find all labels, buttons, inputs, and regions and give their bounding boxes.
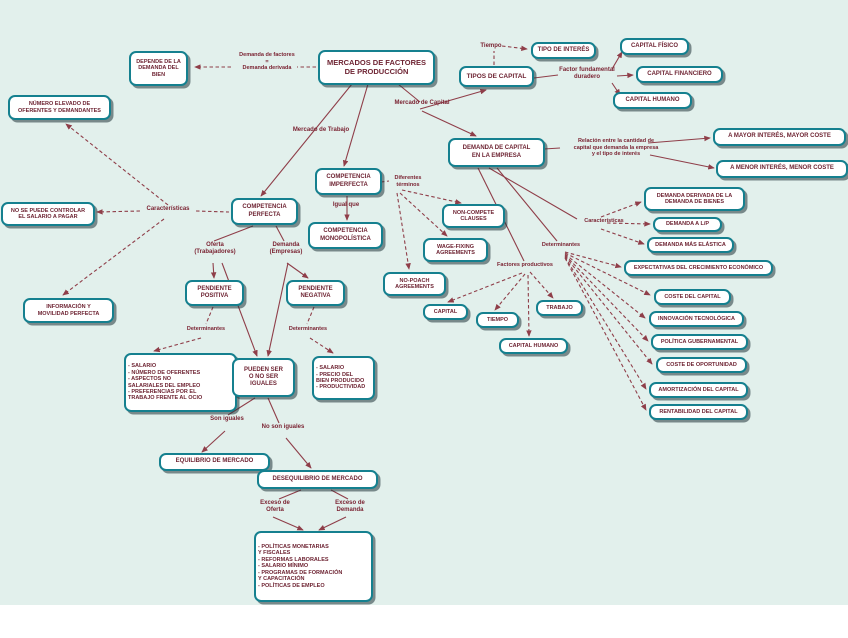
edge-label-no-son-iguales: No son iguales bbox=[261, 424, 305, 430]
edge-label-caracteristicas-izquierda: Características bbox=[146, 206, 190, 212]
node-depende-demanda-bien[interactable]: DEPENDE DE LA DEMANDA DEL BIEN bbox=[129, 51, 188, 86]
node-capital-financiero[interactable]: CAPITAL FINANCIERO bbox=[636, 66, 723, 83]
node-capital-humano-superior[interactable]: CAPITAL HUMANO bbox=[613, 92, 692, 109]
edge-label-demanda-factores: Demanda de factores = Demanda derivada bbox=[239, 52, 295, 72]
edge-label-oferta-trabajadores: Oferta (Trabajadores) bbox=[194, 242, 236, 256]
node-capital-fisico[interactable]: CAPITAL FÍSICO bbox=[620, 38, 689, 55]
node-demanda-derivada-bienes[interactable]: DEMANDA DERIVADA DE LA DEMANDA DE BIENES bbox=[644, 187, 745, 211]
node-coste-de-oportunidad[interactable]: COSTE DE OPORTUNIDAD bbox=[656, 357, 747, 373]
node-competencia-imperfecta[interactable]: COMPETENCIA IMPERFECTA bbox=[315, 168, 382, 195]
node-pendiente-positiva[interactable]: PENDIENTE POSITIVA bbox=[185, 280, 244, 306]
edge-label-mercado-capital: Mercado de Capital bbox=[394, 100, 450, 106]
node-wage-fixing-agreements[interactable]: WAGE-FIXING AGREEMENTS bbox=[423, 238, 488, 262]
node-a-mayor-interes[interactable]: A MAYOR INTERÉS, MAYOR COSTE bbox=[713, 128, 846, 146]
node-numero-elevado-oferentes[interactable]: NÚMERO ELEVADO DE OFERENTES Y DEMANDANTE… bbox=[8, 95, 111, 120]
node-expectativas-crecimiento[interactable]: EXPECTATIVAS DEL CRECIMIENTO ECONÓMICO bbox=[624, 260, 773, 276]
node-demanda-capital-empresa[interactable]: DEMANDA DE CAPITAL EN LA EMPRESA bbox=[448, 138, 545, 167]
node-informacion-movilidad[interactable]: INFORMACIÓN Y MOVILIDAD PERFECTA bbox=[23, 298, 114, 323]
edge-label-determinantes-derecha: Determinantes bbox=[541, 242, 581, 248]
node-amortizacion-capital[interactable]: AMORTIZACIÓN DEL CAPITAL bbox=[649, 382, 748, 398]
node-lista-determinantes-oferta[interactable]: - SALARIO - NÚMERO DE OFERENTES - ASPECT… bbox=[124, 353, 237, 412]
node-coste-del-capital[interactable]: COSTE DEL CAPITAL bbox=[654, 289, 731, 305]
node-competencia-monopolistica[interactable]: COMPETENCIA MONOPOLÍSTICA bbox=[308, 222, 383, 249]
edge-label-demanda-empresas: Demanda (Empresas) bbox=[269, 242, 303, 256]
edge-label-mercado-trabajo: Mercado de Trabajo bbox=[292, 127, 350, 133]
node-tipo-de-interes[interactable]: TIPO DE INTERÉS bbox=[531, 42, 596, 59]
edge-label-igual-que: Igual que bbox=[332, 202, 360, 208]
node-trabajo[interactable]: TRABAJO bbox=[536, 300, 583, 316]
node-mercados-de-factores[interactable]: MERCADOS DE FACTORES DE PRODUCCIÓN bbox=[318, 50, 435, 85]
edge-label-determinantes-izquierda: Determinantes bbox=[186, 326, 226, 332]
node-demanda-a-lp[interactable]: DEMANDA A L/P bbox=[653, 217, 722, 232]
node-no-se-puede-controlar[interactable]: NO SE PUEDE CONTROLAR EL SALARIO A PAGAR bbox=[1, 202, 95, 226]
node-capital[interactable]: CAPITAL bbox=[423, 304, 468, 320]
edge-label-diferentes-terminos: Diferentes términos bbox=[394, 175, 422, 188]
node-non-compete-clauses[interactable]: NON-COMPETE CLAUSES bbox=[442, 204, 505, 228]
node-politica-gubernamental[interactable]: POLÍTICA GUBERNAMENTAL bbox=[651, 334, 748, 350]
node-competencia-perfecta[interactable]: COMPETENCIA PERFECTA bbox=[231, 198, 298, 225]
edge-label-exceso-oferta: Exceso de Oferta bbox=[260, 500, 290, 514]
node-desequilibrio-de-mercado[interactable]: DESEQUILIBRIO DE MERCADO bbox=[257, 470, 378, 489]
node-a-menor-interes[interactable]: A MENOR INTERÉS, MENOR COSTE bbox=[716, 160, 848, 178]
edge-label-factores-productivos: Factores productivos bbox=[497, 262, 553, 268]
node-lista-medidas-politicas[interactable]: - POLÍTICAS MONETARIAS Y FISCALES - REFO… bbox=[254, 531, 373, 602]
edge-label-determinantes-centro: Determinantes bbox=[288, 326, 328, 332]
node-demanda-mas-elastica[interactable]: DEMANDA MÁS ELÁSTICA bbox=[647, 237, 734, 253]
node-capital-humano-factor[interactable]: CAPITAL HUMANO bbox=[499, 338, 568, 354]
edge-label-son-iguales: Son iguales bbox=[210, 416, 244, 422]
node-equilibrio-de-mercado[interactable]: EQUILIBRIO DE MERCADO bbox=[159, 453, 270, 471]
node-rentabilidad-capital[interactable]: RENTABILIDAD DEL CAPITAL bbox=[649, 404, 748, 420]
edge-label-factor-fundamental: Factor fundamental duradero bbox=[559, 67, 615, 81]
node-pueden-ser-o-no[interactable]: PUEDEN SER O NO SER IGUALES bbox=[232, 358, 295, 397]
node-no-poach-agreements[interactable]: NO-POACH AGREEMENTS bbox=[383, 272, 446, 296]
node-lista-determinantes-demanda[interactable]: - SALARIO - PRECIO DEL BIEN PRODUCIDO - … bbox=[312, 356, 375, 400]
node-tiempo[interactable]: TIEMPO bbox=[476, 312, 519, 328]
edge-label-tiempo: Tiempo bbox=[480, 43, 502, 49]
node-pendiente-negativa[interactable]: PENDIENTE NEGATIVA bbox=[286, 280, 345, 306]
edge-label-relacion-capital-interes: Relación entre la cantidad de capital qu… bbox=[573, 138, 659, 158]
node-tipos-de-capital[interactable]: TIPOS DE CAPITAL bbox=[459, 66, 534, 87]
edge-label-exceso-demanda: Exceso de Demanda bbox=[335, 500, 365, 514]
edge-label-caracteristicas-derecha: Características bbox=[584, 218, 624, 224]
node-innovacion-tecnologica[interactable]: INNOVACIÓN TECNOLÓGICA bbox=[649, 311, 744, 327]
